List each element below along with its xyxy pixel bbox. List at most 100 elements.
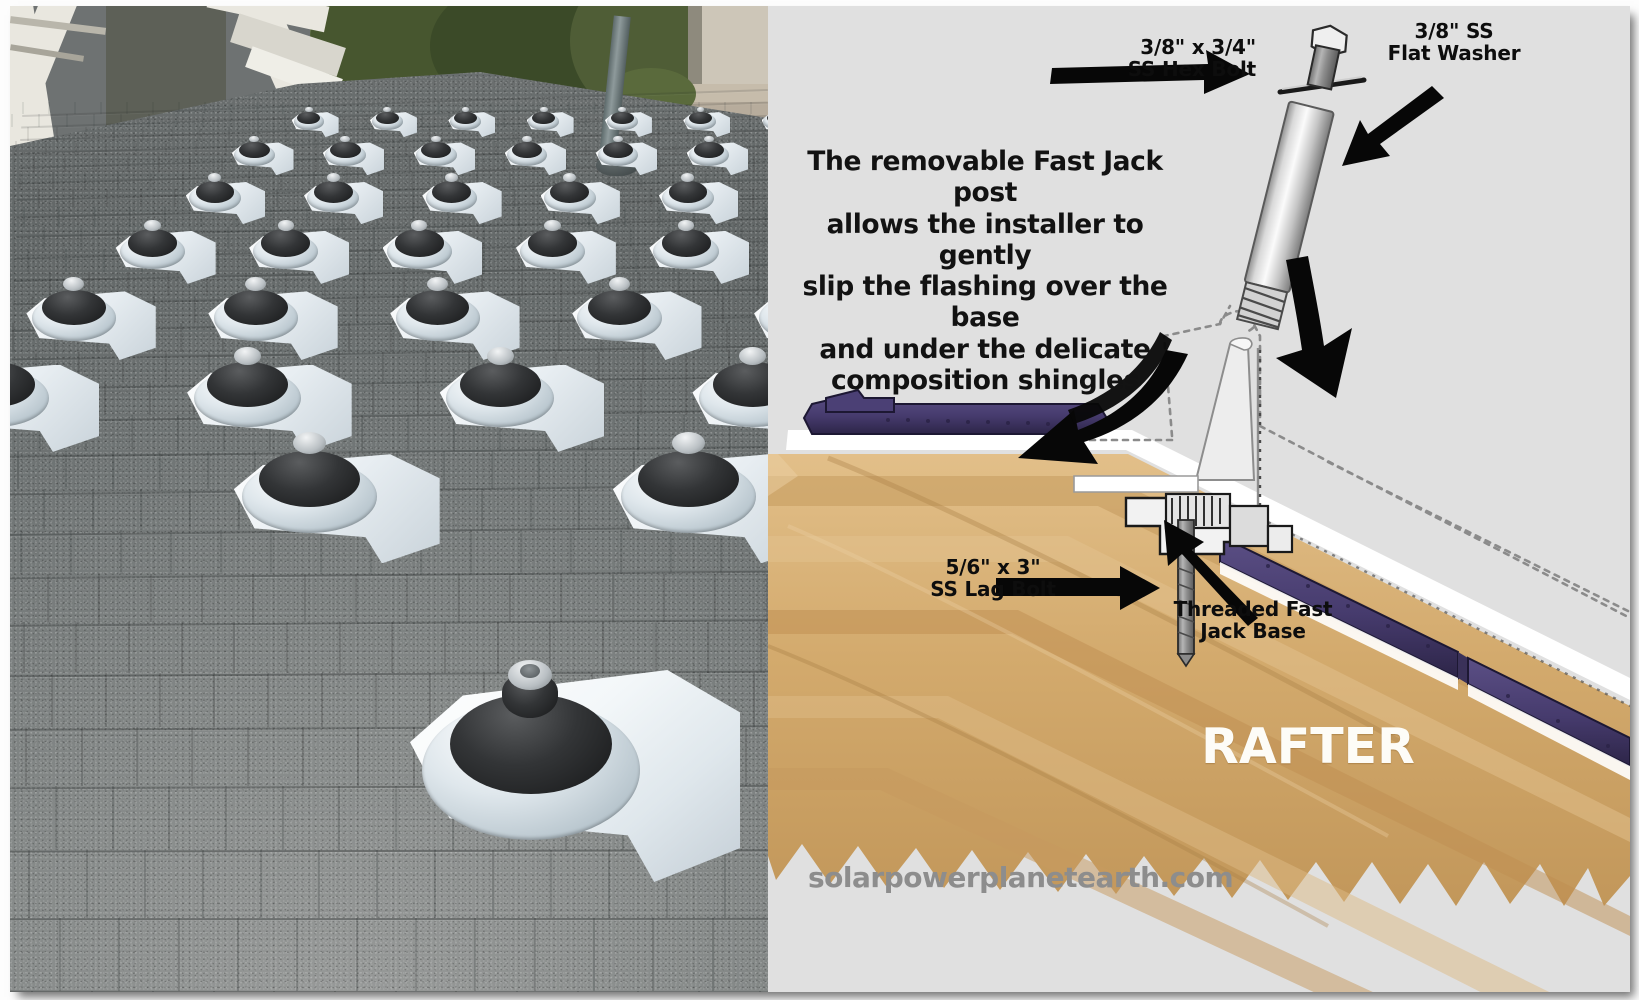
shingle-tab-slot [324, 271, 326, 297]
shingle-tab-slot [519, 296, 521, 324]
shingle-course-upper [802, 388, 1110, 435]
shingle-tab-slot [254, 450, 256, 490]
shingle-tab-slot [149, 574, 152, 622]
mount-post-cap [681, 173, 695, 182]
mount-rubber-boot [528, 229, 578, 257]
shingle-tab-slot [233, 621, 236, 673]
shingle-tab-slot [38, 114, 41, 127]
shingle-tab-slot [684, 382, 687, 416]
shingle-tab-slot [273, 990, 276, 992]
mount-post-cap [544, 219, 561, 231]
mount-post-cap [613, 135, 624, 143]
shingle-tab-slot [282, 102, 284, 114]
shingle-tab-slot [158, 155, 160, 172]
fast-jack-installation-diagram: The removable Fast Jack post allows the … [768, 6, 1630, 992]
mount-rubber-boot [239, 141, 270, 159]
shingle-tab-slot [113, 126, 116, 141]
arrow-to-flat-washer [1342, 86, 1444, 166]
shingle-tab-slot [639, 171, 642, 189]
mount-post-cap [696, 107, 705, 113]
shingle-tab-slot [447, 207, 449, 228]
shingle-tab-slot [17, 450, 20, 490]
roof-mount [649, 219, 751, 287]
shingle-tab-slot [425, 351, 427, 383]
mount-rubber-boot [375, 111, 399, 125]
shingle-tab-slot [70, 530, 72, 575]
shingle-tab-slot [257, 114, 259, 127]
shingle-tab-slot [659, 155, 662, 172]
label-jack-base-line-1: Threaded Fast [1173, 597, 1333, 621]
shingle-tab-slot [705, 171, 707, 189]
shingle-tab-slot [202, 849, 204, 918]
shingle-tab-slot [86, 849, 88, 918]
roof-mount [231, 135, 295, 177]
shingle-tab-slot [213, 672, 215, 728]
roof-mount [304, 172, 385, 226]
mount-post-cap [522, 135, 533, 143]
shingle-tab-slot [148, 382, 151, 416]
shingle-tab-slot [495, 140, 497, 156]
roof-mount [26, 276, 158, 364]
shingle-tab-slot [147, 114, 150, 127]
shingle-tab-slot [408, 155, 411, 172]
shingle-tab-slot [93, 114, 95, 127]
mount-post-cap [340, 135, 351, 143]
shingle-tab-slot [372, 382, 374, 416]
mount-post-cap [234, 346, 261, 365]
roof-mount [439, 344, 608, 456]
shingle-tab-slot [611, 574, 614, 622]
shingle-tab-slot [560, 574, 563, 622]
mount-rubber-boot [661, 229, 711, 257]
shingle-tab-slot [220, 155, 223, 172]
shingle-tab-slot [549, 621, 552, 673]
image-frame: The removable Fast Jack post allows the … [10, 6, 1630, 992]
headline-line-1: The removable Fast Jack post [807, 146, 1163, 209]
shingle-tab-slot [212, 990, 215, 992]
shingle-tab-slot [127, 271, 130, 297]
shingle-tab-slot [195, 140, 197, 156]
shingle-tab-slot [629, 126, 632, 141]
shingle-tab-slot [321, 672, 323, 728]
shingle-tab-slot [20, 530, 22, 575]
shingle-tab-slot [490, 102, 492, 114]
shingle-tab-slot [756, 271, 759, 297]
roof-mount [658, 172, 740, 226]
shingle-tab-slot [366, 114, 369, 127]
shingle-tab-slot [252, 574, 255, 622]
shingle-tab-slot [48, 102, 50, 114]
label-flat-washer: 3/8" SS Flat Washer [1364, 20, 1544, 65]
label-lag-bolt: 5/6" x 3" SS Lag Bolt [898, 556, 1088, 601]
mount-rubber-boot [394, 229, 444, 257]
roof-mount [526, 106, 575, 138]
shingle-tab-slot [58, 207, 61, 228]
shingle-tab-slot [22, 621, 25, 673]
shingle-tab-slot [541, 171, 544, 189]
shingle-tab-slot [105, 140, 107, 156]
shingle-tab-slot [105, 672, 107, 728]
mount-post-cap [208, 173, 222, 182]
shingle-tab-slot [80, 727, 83, 787]
shingle-tab-slot [672, 171, 675, 189]
shingle-tab-slot [144, 849, 146, 918]
shingle-tab-slot [84, 126, 87, 141]
mount-post-cap [677, 219, 695, 231]
shingle-tab-slot [112, 450, 114, 490]
shingle-tab-slot [502, 155, 505, 172]
shingle-tab-slot [225, 786, 227, 850]
shingle-tab-slot [675, 140, 677, 156]
roof-mount [692, 344, 768, 456]
shingle-tab-slot [602, 621, 604, 673]
shingle-tab-slot [376, 849, 378, 918]
shingle-course-lower [1219, 534, 1630, 780]
shingle-tab-slot [545, 415, 547, 451]
shingle-tab-slot [420, 530, 422, 575]
shingle-tab-slot [663, 574, 665, 622]
shingle-tab-slot [140, 489, 143, 531]
shingle-tab-slot [12, 323, 14, 352]
mount-rubber-boot [512, 141, 543, 159]
shingle-tab-slot [516, 102, 518, 114]
shingle-tab-slot [666, 849, 668, 918]
shingle-tab-slot [170, 126, 173, 141]
shingle-tab-slot [48, 271, 51, 297]
shingle-tab-slot [574, 171, 577, 189]
